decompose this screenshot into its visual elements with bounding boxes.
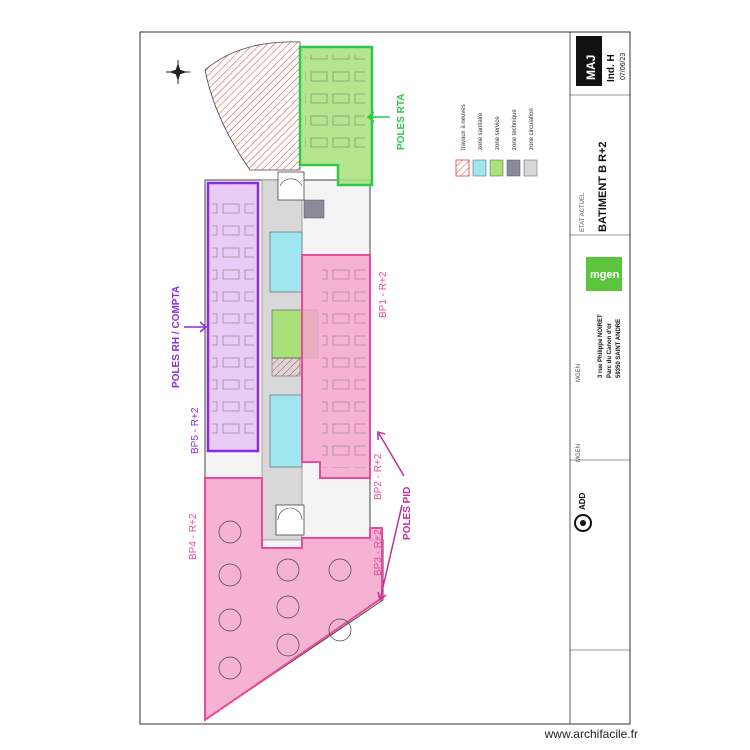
label-bp5: BP5 - R+2 <box>190 407 201 454</box>
agency-logo-text: ADD <box>578 492 587 510</box>
legend-label-1: zone sanitaire <box>478 112 484 150</box>
arrow-rta-icon <box>366 111 390 123</box>
label-bp1: BP1 - R+2 <box>378 271 389 318</box>
rta-desks <box>305 55 365 155</box>
mgen-logo-text: mgen <box>590 269 620 281</box>
title-etat: ETAT ACTUEL <box>580 192 586 232</box>
legend-swatch-lightgray <box>523 159 538 177</box>
legend-label-2: zone service <box>495 116 501 150</box>
sanitary-zone-1 <box>269 231 303 293</box>
legend-swatch-green <box>489 159 504 177</box>
title-batiment: BATIMENT B R+2 <box>597 141 609 232</box>
title-maj: MAJ <box>584 55 598 80</box>
maj-box <box>576 36 602 86</box>
title-date: 07/06/23 <box>620 53 627 80</box>
stair-core-bottom <box>275 504 305 536</box>
legend-label-4: zone circulation <box>529 108 535 150</box>
legend-swatch-darkgray <box>506 159 521 177</box>
label-poles-rta: POLES RTA <box>396 94 407 150</box>
address-3: 59350 SAINT ANDRE <box>616 319 622 378</box>
zone-bp2-bp3-bp4[interactable] <box>204 477 383 722</box>
legend-swatch-cyan <box>472 159 487 177</box>
legend-label-3: zone technique <box>512 109 518 150</box>
watermark: www.archifacile.fr <box>544 727 638 741</box>
round-tables <box>218 520 352 680</box>
stair-core-top <box>277 171 305 201</box>
add-logo-icon <box>574 514 592 532</box>
client-label: MGEN <box>576 364 582 382</box>
address-2: Parc du Canon d'or <box>607 322 613 378</box>
title-block: MAJ Ind. H 07/06/23 ETAT ACTUEL BATIMENT… <box>569 32 630 724</box>
client-label-2: MGEN <box>576 444 582 462</box>
legend: travaux à neuves zone sanitaire zone ser… <box>455 104 538 177</box>
address-1: 3 rue Philippe NOIRET <box>598 314 604 378</box>
bp5-desks <box>212 195 254 440</box>
label-poles-pid: POLES PID <box>402 487 413 540</box>
hatched-small-zone <box>271 357 301 377</box>
legend-label-0: travaux à neuves <box>461 104 467 150</box>
label-bp3: BP3 - R+2 <box>373 529 384 576</box>
legend-swatch-hatch <box>455 159 470 177</box>
bp1-desks <box>322 268 366 468</box>
title-ind: Ind. H <box>606 54 617 82</box>
mgen-logo <box>586 257 622 291</box>
compass-icon <box>166 60 190 84</box>
label-bp4: BP4 - R+2 <box>188 513 199 560</box>
label-bp2: BP2 - R+2 <box>373 453 384 500</box>
hatched-exterior-zone <box>204 41 301 171</box>
technical-zone <box>303 199 325 219</box>
arrow-rh-icon <box>184 321 208 333</box>
label-poles-rh-compta: POLES RH / COMPTA <box>171 286 182 388</box>
arrow-pid-icon <box>377 431 405 602</box>
sanitary-zone-2 <box>269 394 303 468</box>
